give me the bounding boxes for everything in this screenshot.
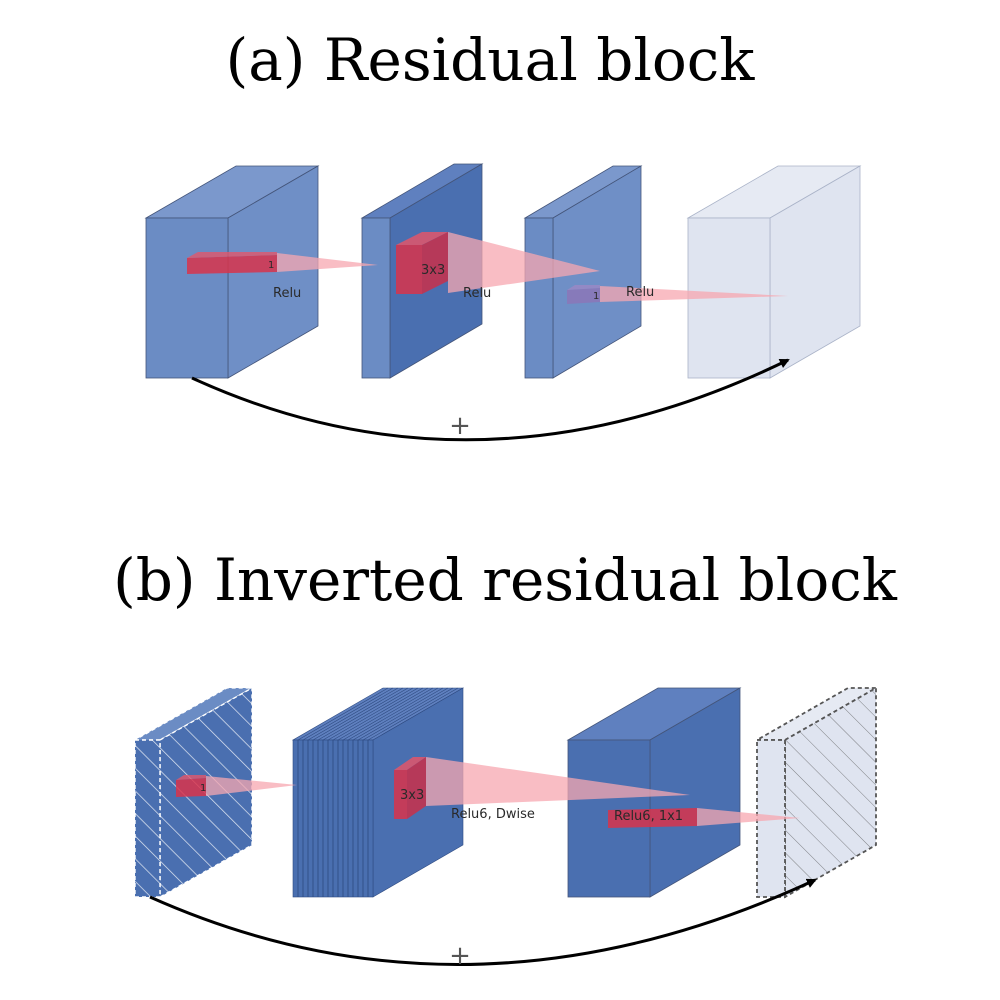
cone-b1 <box>206 776 297 796</box>
kernel-a1-label: 1 <box>268 260 274 271</box>
kernel-b2-front <box>394 770 407 819</box>
kernel-b2-side <box>407 757 426 819</box>
kernel-a1-top <box>187 252 277 258</box>
kernel-b1-label: 1 <box>200 783 206 794</box>
kernel-b1 <box>176 775 206 797</box>
block-b2-slice-top-line <box>357 687 449 741</box>
panel-b-title: (b) Inverted residual block <box>113 546 898 614</box>
block-b1-front <box>134 739 161 898</box>
block-a3 <box>523 165 643 379</box>
act-a1-label: Relu <box>273 286 301 301</box>
kernel-b1-top <box>176 775 206 780</box>
block-b2-slice-top-line <box>317 687 409 741</box>
act-a2-label: Relu <box>463 286 491 301</box>
panel-a-title: (a) Residual block <box>226 26 756 94</box>
block-b2-slice-top-line <box>337 687 429 741</box>
kernel-b1-box <box>176 778 206 797</box>
block-b2-slice-top-line <box>352 687 444 741</box>
act-b3-label: Relu6, 1x1 <box>614 809 683 824</box>
skip-plus-a: + <box>449 411 471 441</box>
kernel-a3-label: 1 <box>593 291 599 302</box>
block-b2-slice-top-line <box>322 687 414 741</box>
cone-a3 <box>600 286 788 302</box>
block-b2-slice-top-line <box>302 687 394 741</box>
kernel-b2-top <box>394 757 426 770</box>
kernel-a3-box <box>567 288 600 304</box>
cone-a1 <box>277 253 378 272</box>
block-a4 <box>686 165 862 379</box>
act-b2-label: Relu6, Dwise <box>451 807 535 822</box>
block-b2-slice-top-line <box>342 687 434 741</box>
block-b4 <box>753 686 880 899</box>
skip-plus-b: + <box>449 941 471 971</box>
panel-a: (a) Residual block <box>144 26 862 442</box>
kernel-a2-label: 3x3 <box>421 263 445 278</box>
kernel-a3 <box>567 285 600 304</box>
act-a3-label: Relu <box>626 285 654 300</box>
block-a3-front <box>524 217 554 379</box>
kernel-a2-top <box>396 232 448 245</box>
kernel-b3 <box>608 808 697 828</box>
cone-b2 <box>426 757 690 806</box>
kernel-a2-front <box>396 245 422 294</box>
block-b4-top <box>753 687 880 741</box>
block-b2-slice-top-line <box>312 687 404 741</box>
block-b2-slice-top-line <box>367 687 459 741</box>
kernel-a1 <box>187 252 277 274</box>
block-b2-slice-top-line <box>347 687 439 741</box>
kernel-a1-box <box>187 255 277 274</box>
kernel-a2 <box>396 232 448 294</box>
kernel-b2 <box>394 757 426 819</box>
block-b2-slice-top-line <box>362 687 454 741</box>
block-b2-slice-top-line <box>327 687 419 741</box>
skip-arrow-b <box>149 878 817 966</box>
kernel-b3-box <box>608 808 697 828</box>
block-a2-front <box>361 217 391 379</box>
kernel-a3-top <box>567 285 600 290</box>
block-b2-slice-top-line <box>307 687 399 741</box>
block-b2-slice-top-line <box>297 687 389 741</box>
skip-arrow-a <box>191 358 790 442</box>
kernel-a2-side <box>422 232 448 294</box>
block-b2-slice-top-line <box>332 687 424 741</box>
block-b2-slices <box>297 687 459 897</box>
cone-a2 <box>448 232 600 293</box>
block-b4-side <box>784 686 877 899</box>
kernel-b2-label: 3x3 <box>400 788 424 803</box>
cone-b3 <box>697 808 800 826</box>
panel-b: (b) Inverted residual block <box>113 546 898 971</box>
block-a1-front <box>145 217 229 379</box>
